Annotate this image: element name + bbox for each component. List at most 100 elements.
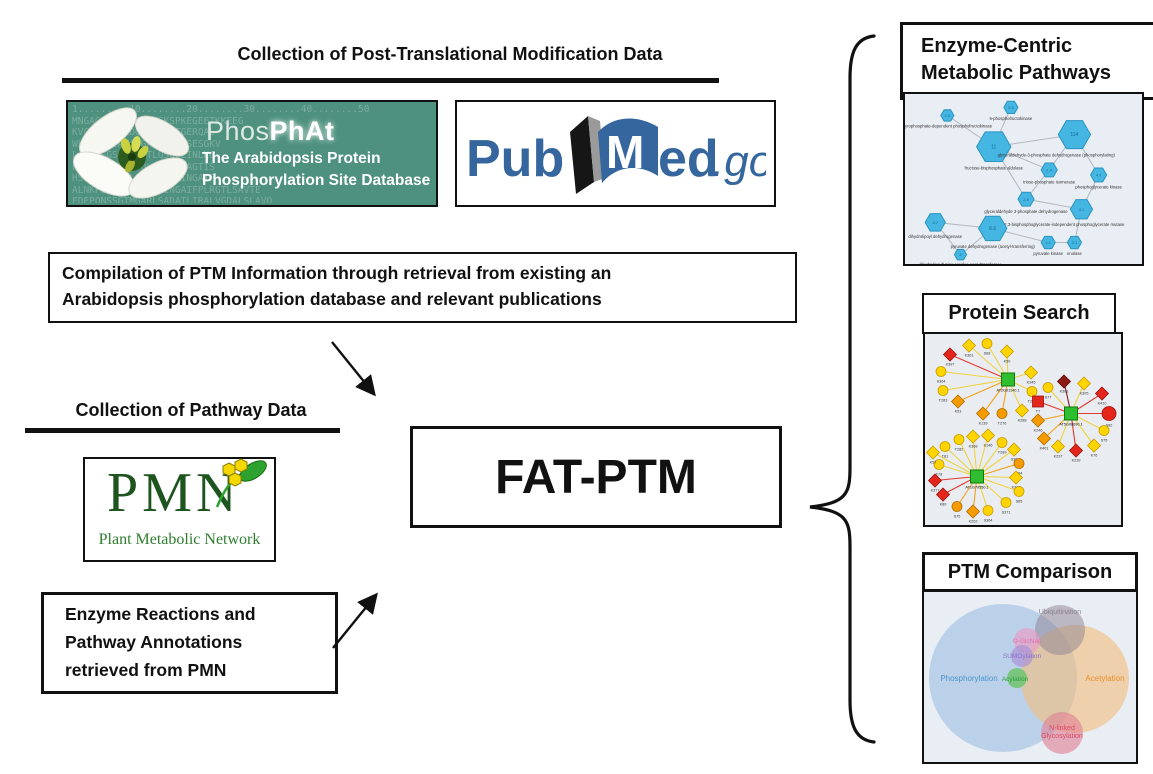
- enzyme-node-value: 4.7: [932, 220, 938, 225]
- ptm-site-diamond: [1050, 439, 1066, 454]
- ptm-site-label: T81: [942, 455, 949, 459]
- ptm-site-label: K381: [1060, 390, 1069, 394]
- ptm-site-label: K53: [955, 410, 962, 414]
- enzyme-node-value: 2: [959, 252, 962, 257]
- ptm-site-label: T285: [1028, 400, 1037, 404]
- ptm-site-label: K288: [1018, 419, 1027, 423]
- ptm-site-label: S82: [1106, 424, 1113, 428]
- ptm-site-circle: [1013, 458, 1025, 469]
- ptm-site-label: K368: [969, 445, 978, 449]
- ptm-site-label: K237: [1054, 455, 1063, 459]
- protein-center-label: AT1G79550.1: [965, 486, 988, 490]
- ptm-site-circle: [1000, 497, 1012, 508]
- ptm-collection-heading: Collection of Post-Translational Modific…: [237, 44, 663, 64]
- pubmed-wordmark: Pub M ed .gov: [466, 115, 766, 194]
- ptm-site-label: S371: [1002, 511, 1011, 515]
- ptm-site-circle: [982, 505, 994, 516]
- enzyme-node-label: dihydrolipoyllysine-residue acetyltransf…: [919, 262, 1002, 264]
- ptm-site-label: S65: [1016, 500, 1023, 504]
- enzyme-hexagon-node: [976, 131, 1012, 163]
- ptm-site-edge: [932, 452, 978, 477]
- enzyme-node-label: dihydrolipoyl dehydrogenase: [908, 234, 962, 239]
- protein-center-label: AT5G08690.1: [1059, 423, 1082, 427]
- enzyme-box-line1: Enzyme Reactions and: [65, 604, 256, 624]
- ptm-site-label: K305: [1080, 392, 1089, 396]
- compilation-box: Compilation of PTM Information through r…: [48, 252, 797, 323]
- pubmed-m-text: M: [606, 126, 644, 178]
- enzyme-node-label: enolase: [1067, 251, 1082, 256]
- ptm-site-diamond: [927, 473, 943, 488]
- compilation-line1: Compilation of PTM Information through r…: [62, 263, 612, 283]
- arrow-compilation-to-fatptm: [331, 341, 376, 397]
- phosphat-subtitle-line1: The Arabidopsis Protein: [202, 150, 381, 167]
- enzyme-node-value: 6.6: [989, 226, 996, 232]
- ptm-site-label: K76: [1091, 454, 1098, 458]
- ptm-site-diamond: [1076, 376, 1092, 391]
- ptm-site-diamond: [942, 347, 958, 362]
- protein-center-label: AT2G01140.1: [996, 389, 1019, 393]
- ptm-site-label: K361: [965, 354, 974, 358]
- ptm-site-label: T282: [955, 448, 964, 452]
- enzyme-node-label: pyruvate dehydrogenase (acetyl-transferr…: [951, 244, 1036, 249]
- enzyme-hexagon-node: [1040, 235, 1056, 250]
- pubmed-ed-text: ed: [658, 130, 719, 188]
- enzyme-node-label: pyrophosphate-dependent phosphofructokin…: [905, 124, 993, 129]
- pmn-subtitle: Plant Metabolic Network: [98, 531, 261, 548]
- phosphat-subtitle-line2: Phosphorylation Site Database: [202, 172, 431, 189]
- enzyme-hexagon-node: [1040, 162, 1058, 178]
- open-book-icon: [569, 115, 658, 194]
- venn-label: O-GlcNac: [1013, 638, 1042, 645]
- enzyme-node-value: 3.5: [1008, 105, 1014, 110]
- ptm-site-diamond: [975, 406, 991, 421]
- ptm-site-diamond: [1006, 442, 1022, 457]
- enzyme-node-label: pyruvate kinase: [1033, 251, 1063, 256]
- panel-pathways-title-line1: Enzyme-Centric: [921, 35, 1073, 57]
- ptm-site-circle: [996, 408, 1008, 419]
- pmn-wordmark: PMN: [107, 462, 241, 524]
- enzyme-hexagon-node: [1017, 191, 1035, 207]
- enzyme-node-value: 4.7: [1096, 173, 1102, 178]
- enzyme-node-value: 4.1: [1079, 207, 1085, 212]
- ptm-site-diamond: [1086, 438, 1102, 453]
- enzyme-hexagon-node: [1003, 100, 1019, 115]
- venn-label: SUMOylation: [1003, 653, 1042, 660]
- enzyme-node-label: glyceraldehyde 3-phosphate dehydrogenase: [984, 209, 1068, 214]
- pmn-sprig-icon: [215, 458, 267, 508]
- ptm-site-label: S75: [954, 515, 961, 519]
- phosphat-wordmark: PhosPhAt: [206, 116, 335, 147]
- ptm-site-diamond: [965, 504, 981, 519]
- enzyme-node-label: fructose-bisphosphate aldolase: [965, 165, 1024, 170]
- ptm-site-diamond: [1056, 374, 1072, 389]
- ptm-site-label: K239: [1072, 459, 1081, 463]
- pathway-network: 3.56-phosphofructokinase1.6pyrophosphate…: [903, 100, 1125, 267]
- ptm-site-diamond: [950, 394, 966, 409]
- ptm-site-diamond: [965, 429, 981, 444]
- ptm-site-circle: [939, 441, 951, 452]
- enzyme-hexagon-node: [924, 213, 946, 232]
- ptm-site-circle: [1042, 382, 1054, 393]
- ptm-site-label: K401: [1040, 447, 1049, 451]
- ptm-site-diamond: [925, 445, 941, 460]
- ptm-site-diamond: [1036, 431, 1052, 446]
- pathway-heading-underline: [25, 428, 340, 433]
- ptm-site-circle: [933, 459, 945, 470]
- compilation-line2: Arabidopsis phosphorylation database and…: [62, 289, 602, 309]
- enzyme-box-line3: retrieved from PMN: [65, 660, 227, 680]
- ptm-site-diamond: [980, 428, 996, 443]
- enzyme-node-value: 1.1: [1045, 240, 1051, 245]
- ptm-site-label: K410: [1098, 402, 1107, 406]
- panel-pathways-title: Enzyme-Centric Metabolic Pathways: [900, 22, 1153, 100]
- venn-circle: [1041, 712, 1083, 754]
- ptm-site-circle: [996, 437, 1008, 448]
- pubmed-gov-text: .gov: [712, 137, 766, 186]
- ptm-site-edge: [940, 370, 1009, 381]
- enzyme-hexagon-node: [1057, 120, 1092, 150]
- ptm-site-label: T7: [1036, 410, 1040, 414]
- enzyme-node-value: 2.1: [1072, 240, 1078, 245]
- pmn-logo: PMN Plant Metabolic Network: [83, 457, 276, 562]
- enzyme-hexagon-node: [940, 109, 955, 122]
